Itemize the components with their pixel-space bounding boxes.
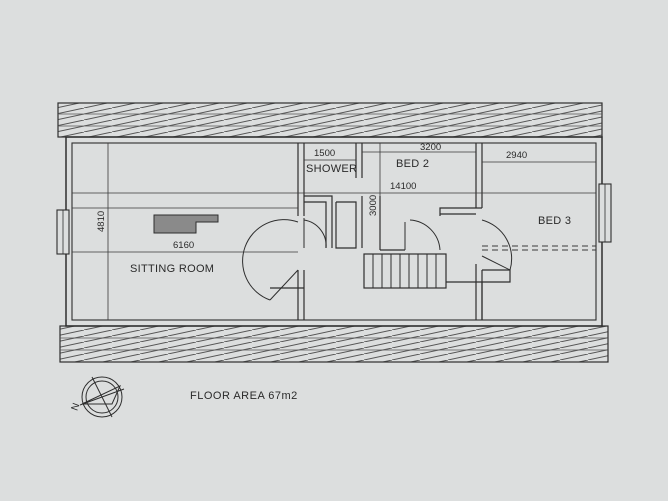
window-right xyxy=(598,183,612,243)
north-compass-icon: N xyxy=(70,376,125,418)
counter-fixture xyxy=(153,214,219,234)
dim-label-sitting-width: 6160 xyxy=(173,240,194,251)
partitions xyxy=(270,143,511,320)
floor-area-label: FLOOR AREA 67m2 xyxy=(190,390,298,402)
door-bed-2 xyxy=(404,219,441,251)
room-label-bed-3: BED 3 xyxy=(538,215,571,227)
dim-label-bed3-width: 2940 xyxy=(506,150,527,161)
dim-label-bed2-depth: 3000 xyxy=(368,195,379,216)
dim-label-shower-width: 1500 xyxy=(314,148,335,159)
dim-label-sitting-depth: 4810 xyxy=(96,211,107,232)
window-left xyxy=(56,209,70,255)
room-label-shower: SHOWER xyxy=(306,163,357,175)
dimension-lines xyxy=(72,143,596,320)
door-sitting-room xyxy=(242,219,299,301)
roof-band-bottom xyxy=(59,325,609,363)
room-label-bed-2: BED 2 xyxy=(396,158,429,170)
door-bed-3 xyxy=(481,219,513,271)
staircase xyxy=(363,253,447,289)
door-shower xyxy=(303,218,327,249)
compass-north-label: N xyxy=(70,402,83,413)
dim-label-bed2-width: 3200 xyxy=(420,142,441,153)
roof-band-top xyxy=(57,102,603,138)
dim-label-overall-length: 14100 xyxy=(390,181,416,192)
room-label-sitting-room: SITTING ROOM xyxy=(130,263,214,275)
